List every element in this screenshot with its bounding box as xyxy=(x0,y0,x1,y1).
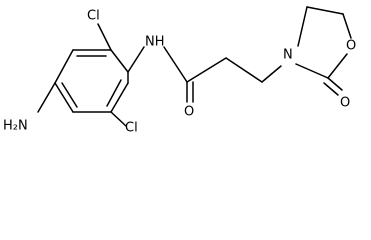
atom-label-ring-oxygen: O xyxy=(346,39,356,54)
atom-label-oxazolidinone-carbonyl-oxygen: O xyxy=(340,96,350,111)
oxazolidinone-ring xyxy=(295,6,352,96)
ring-bond-c3-c4 xyxy=(54,49,74,84)
ox-ring-bond-carbonyl-n xyxy=(295,63,329,79)
atom-label-oxazolidinone-n: N xyxy=(283,48,293,63)
atom-label-cl-top: Cl xyxy=(87,9,100,24)
bond-nh-to-carbonyl xyxy=(163,46,188,83)
ox-ring-bond-ch2-ch2 xyxy=(306,6,344,15)
bond-ring-to-cl-bottom xyxy=(110,111,127,127)
bond-ch2-to-ring-n xyxy=(261,65,282,83)
atom-label-amine-nh2: H₂N xyxy=(3,119,28,134)
ring-bond-c6-c1 xyxy=(110,82,129,113)
ox-ring-bond-n-ch2 xyxy=(297,6,308,47)
bond-ring-to-nh xyxy=(127,46,145,73)
chemical-structure: Cl NH H₂N Cl O N O O xyxy=(3,6,356,136)
bond-carbonyl-to-ch2 xyxy=(186,57,227,83)
bond-ring-to-nh2 xyxy=(37,82,56,113)
atom-label-amide-nh: NH xyxy=(145,35,165,50)
ox-ring-bond-o-carbonyl xyxy=(327,53,348,79)
bond-ch2-to-ch2 xyxy=(225,57,263,83)
ring-bond-c4-c5 xyxy=(54,82,74,113)
atom-label-cl-bottom: Cl xyxy=(125,121,138,136)
ox-carbonyl-to-oxygen xyxy=(327,77,343,91)
aromatic-double-bond-left xyxy=(61,82,78,108)
ox-ring-bond-ch2-o xyxy=(342,13,352,39)
bond-ring-to-cl-top xyxy=(97,23,112,51)
ox-carbonyl-to-oxygen-double xyxy=(323,82,339,96)
atom-label-amide-oxygen: O xyxy=(184,105,194,120)
ring-bond-c1-c2 xyxy=(110,49,129,73)
aromatic-double-bond-right xyxy=(106,79,122,107)
benzene-ring xyxy=(54,49,129,113)
